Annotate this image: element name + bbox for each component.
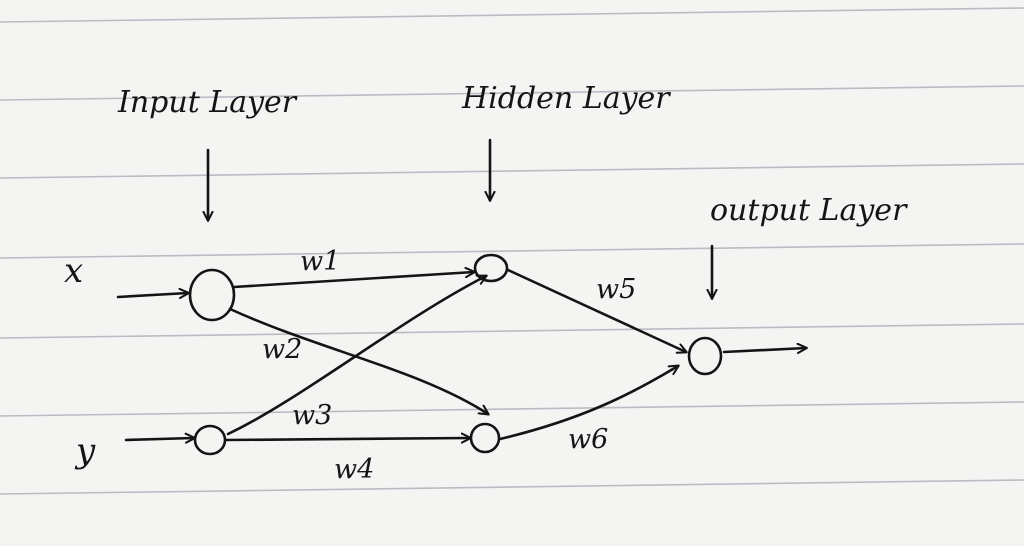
weight-label-w1: w1 <box>300 246 340 277</box>
output-node <box>687 336 723 376</box>
input-y-label: y <box>74 431 96 471</box>
edge-w1 <box>232 272 474 289</box>
weight-label-w3: w3 <box>292 400 332 431</box>
edge-w3 <box>226 276 486 436</box>
edge-w4 <box>224 438 470 440</box>
weight-label-w5: w5 <box>596 274 636 305</box>
output-layer-label: output Layer <box>710 193 908 228</box>
input-node-x <box>188 268 236 322</box>
hidden-node-2 <box>469 422 501 454</box>
input-x-label: x <box>64 251 83 291</box>
y-input-arrow <box>124 438 194 440</box>
input-node-y <box>193 424 227 456</box>
input-layer-label: Input Layer <box>117 85 298 120</box>
edge-w5 <box>506 268 686 352</box>
weight-label-w6: w6 <box>568 424 608 455</box>
edge-w6 <box>498 366 678 441</box>
edge-w2 <box>228 307 488 414</box>
hidden-node-1 <box>473 253 509 283</box>
weight-label-w2: w2 <box>262 334 302 365</box>
hidden-layer-label: Hidden Layer <box>461 81 671 116</box>
weight-label-w4: w4 <box>334 454 374 485</box>
x-input-arrow <box>116 293 188 297</box>
output-arrow <box>722 348 806 352</box>
ruled-lines <box>0 7 1024 495</box>
